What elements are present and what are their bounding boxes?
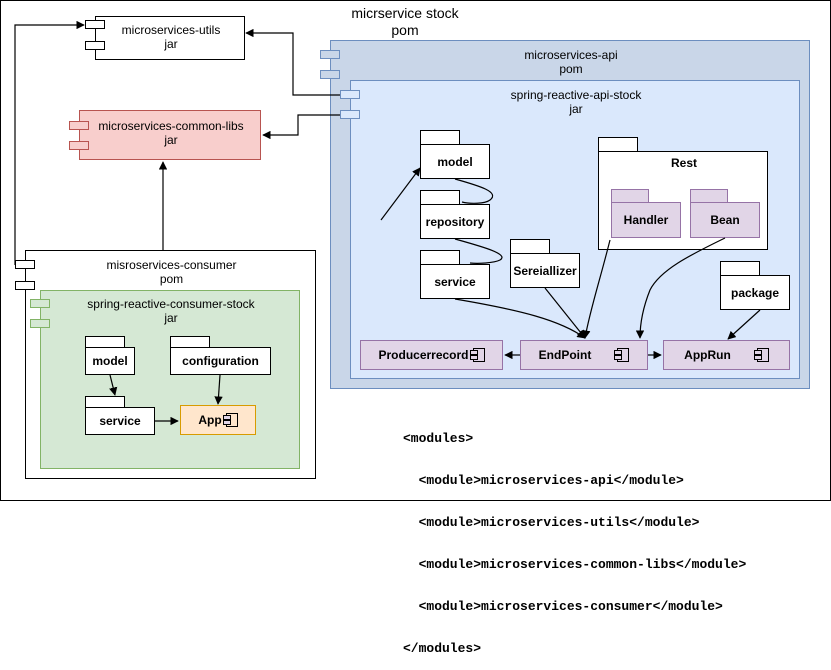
modules-xml-line: <module>microservices-api</module> xyxy=(403,473,684,488)
api-port-bottom xyxy=(320,70,340,79)
api-stock-kind: jar xyxy=(569,102,583,116)
consumer-app-label: App xyxy=(198,413,222,427)
common-libs-port-top xyxy=(69,121,89,130)
api-stock-name: spring-reactive-api-stock xyxy=(510,88,642,102)
utils-port-bottom xyxy=(85,41,105,50)
common-libs-port-bottom xyxy=(69,141,89,150)
api-port-top xyxy=(320,50,340,59)
api-model-package-tab xyxy=(420,130,460,144)
api-service-package[interactable]: service xyxy=(420,264,490,299)
modules-xml-line: <module>microservices-utils</module> xyxy=(403,515,700,530)
consumer-stock-kind: jar xyxy=(164,311,178,325)
consumer-configuration-package[interactable]: configuration xyxy=(170,347,271,375)
package-to-apprun-edge xyxy=(727,309,761,340)
common-libs-module[interactable]: microservices-common-libs jar xyxy=(79,110,261,160)
endpoint-label: EndPoint xyxy=(538,348,592,362)
serializer-to-endpoint-edge xyxy=(544,287,586,339)
consumer-configuration-to-app-edge xyxy=(214,374,223,405)
modules-xml-line: <module>microservices-common-libs</modul… xyxy=(403,557,747,572)
modules-xml-line: <module>microservices-consumer</module> xyxy=(403,599,723,614)
consumer-port-bottom xyxy=(15,281,35,290)
component-icon xyxy=(614,348,630,362)
consumer-model-package-tab xyxy=(85,336,125,347)
api-package-package[interactable]: package xyxy=(720,275,790,310)
api-module-name: microservices-api xyxy=(524,48,618,62)
api-bean-package-tab xyxy=(690,189,728,202)
consumer-service-package[interactable]: service xyxy=(85,407,155,435)
component-icon xyxy=(753,348,769,362)
api-serializer-package[interactable]: Sereiallizer xyxy=(510,253,580,288)
component-icon xyxy=(469,348,485,362)
api-rest-package-tab xyxy=(598,137,638,151)
apprun-label: AppRun xyxy=(684,348,731,362)
diagram-title: micrservice stock pom xyxy=(330,5,480,39)
api-handler-package[interactable]: Handler xyxy=(611,202,681,238)
api-stock-port-top xyxy=(340,90,360,99)
api-stock-line-to-model-edge xyxy=(380,167,421,221)
bean-to-endpoint-edge xyxy=(635,237,726,339)
component-icon xyxy=(222,413,238,427)
consumer-module-kind: pom xyxy=(159,272,184,286)
api-repository-package-tab xyxy=(420,190,460,204)
api-to-utils-edge xyxy=(245,28,340,96)
api-package-package-tab xyxy=(720,261,760,275)
diagram-title-name: micrservice stock xyxy=(351,5,459,21)
producerrecord-component[interactable]: Producerrecord xyxy=(360,340,503,370)
consumer-service-package-tab xyxy=(85,396,125,407)
api-stock-port-bottom xyxy=(340,110,360,119)
api-service-package-tab xyxy=(420,250,460,264)
endpoint-component[interactable]: EndPoint xyxy=(520,340,648,370)
api-model-package[interactable]: model xyxy=(420,144,490,179)
consumer-stock-module[interactable]: spring-reactive-consumer-stock jar xyxy=(40,290,300,469)
diagram-title-kind: pom xyxy=(391,22,419,38)
consumer-to-utils-edge xyxy=(14,20,85,265)
utils-module[interactable]: microservices-utils jar xyxy=(95,16,245,60)
consumer-model-to-service-edge xyxy=(109,374,118,396)
consumer-module-name: misroservices-consumer xyxy=(106,258,237,272)
modules-xml-line: </modules> xyxy=(403,641,482,656)
repository-to-service-edge xyxy=(454,238,503,264)
consumer-configuration-package-tab xyxy=(170,336,210,347)
model-to-repository-edge xyxy=(454,178,493,204)
api-rest-label: Rest xyxy=(670,156,697,170)
consumer-stock-name: spring-reactive-consumer-stock xyxy=(87,297,255,311)
api-serializer-package-tab xyxy=(510,239,550,253)
common-libs-name: microservices-common-libs xyxy=(98,119,244,133)
consumer-app-component[interactable]: App xyxy=(180,405,256,435)
api-repository-package[interactable]: repository xyxy=(420,204,490,239)
modules-xml-line: <modules> xyxy=(403,431,474,446)
api-module-kind: pom xyxy=(559,62,583,76)
api-to-common-libs-edge xyxy=(262,114,340,140)
apprun-component[interactable]: AppRun xyxy=(663,340,790,370)
common-libs-kind: jar xyxy=(164,133,178,147)
utils-module-name: microservices-utils xyxy=(121,23,221,37)
handler-to-endpoint-edge xyxy=(582,239,611,339)
utils-port-top xyxy=(85,20,105,29)
consumer-stock-port-top xyxy=(30,299,50,308)
consumer-stock-port-bottom xyxy=(30,319,50,328)
service-to-endpoint-edge xyxy=(454,298,586,339)
utils-module-kind: jar xyxy=(164,37,178,51)
api-bean-package[interactable]: Bean xyxy=(690,202,760,238)
connectors xyxy=(14,20,761,426)
consumer-model-package[interactable]: model xyxy=(85,347,135,375)
producerrecord-label: Producerrecord xyxy=(378,348,469,362)
api-handler-package-tab xyxy=(611,189,649,202)
